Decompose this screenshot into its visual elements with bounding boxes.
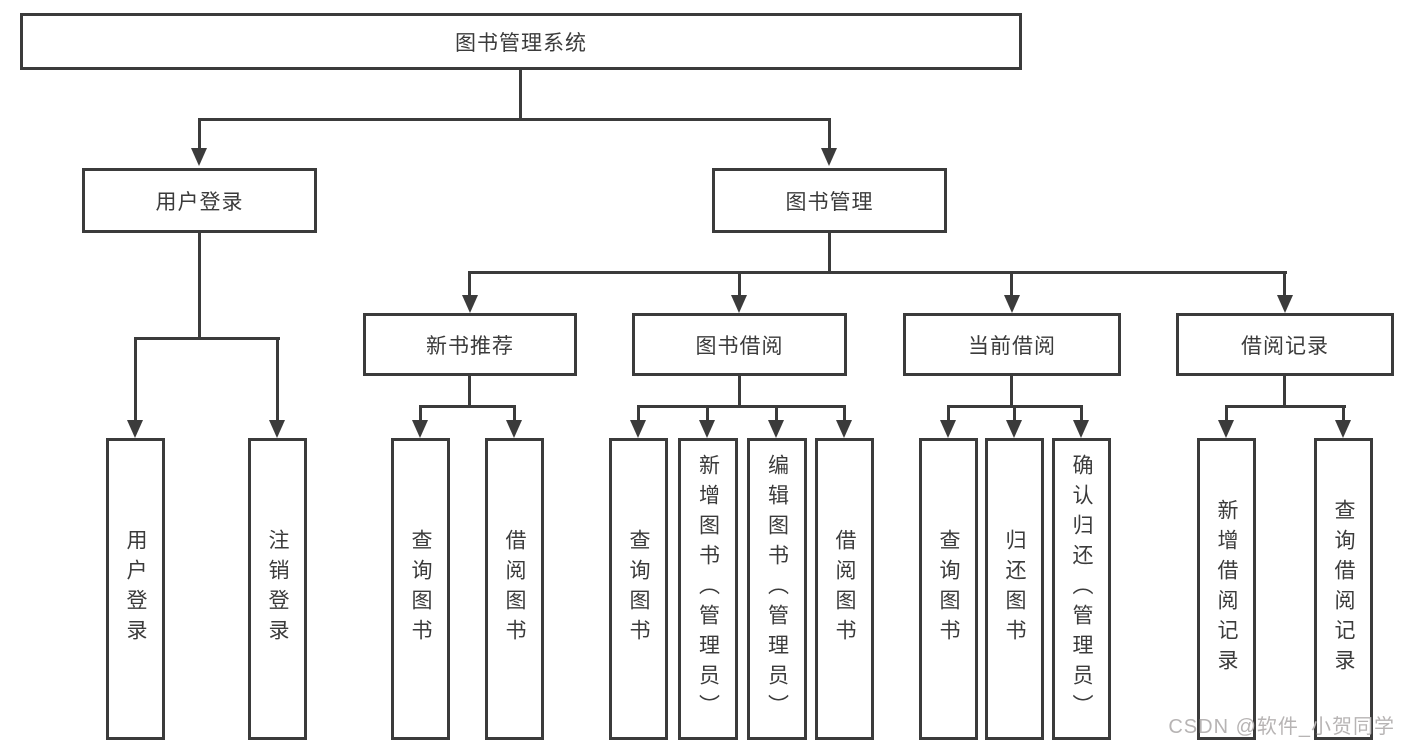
connector-vline — [468, 271, 471, 297]
connector-vline — [276, 337, 279, 422]
node-bb-borrow-book: 借阅图书 — [815, 438, 874, 740]
connector-vline — [1080, 405, 1083, 422]
arrow-down-icon — [940, 420, 956, 438]
connector-vline — [1013, 405, 1016, 422]
node-login: 用户登录 — [106, 438, 165, 740]
arrow-down-icon — [269, 420, 285, 438]
arrow-down-icon — [1073, 420, 1089, 438]
node-cb-return-book: 归还图书 — [985, 438, 1044, 740]
connector-hline — [1225, 405, 1346, 408]
node-nb-query-book: 查询图书 — [391, 438, 450, 740]
arrow-down-icon — [1277, 295, 1293, 313]
connector-hline — [468, 271, 1287, 274]
connector-vline — [1010, 376, 1013, 408]
arrow-down-icon — [1006, 420, 1022, 438]
node-user-login: 用户登录 — [82, 168, 317, 233]
arrow-down-icon — [1335, 420, 1351, 438]
arrow-down-icon — [127, 420, 143, 438]
connector-hline — [419, 405, 516, 408]
connector-hline — [198, 118, 831, 121]
connector-vline — [1283, 271, 1286, 297]
node-root: 图书管理系统 — [20, 13, 1022, 70]
arrow-down-icon — [630, 420, 646, 438]
arrow-down-icon — [768, 420, 784, 438]
node-book-management: 图书管理 — [712, 168, 947, 233]
node-book-borrow: 图书借阅 — [632, 313, 847, 376]
connector-vline — [828, 118, 831, 150]
arrow-down-icon — [836, 420, 852, 438]
node-br-add-record: 新增借阅记录 — [1197, 438, 1256, 740]
node-cb-confirm-return-admin: 确认归还（管理员） — [1052, 438, 1111, 740]
arrow-down-icon — [1004, 295, 1020, 313]
arrow-down-icon — [699, 420, 715, 438]
connector-vline — [1342, 405, 1345, 422]
node-bb-query-book: 查询图书 — [609, 438, 668, 740]
connector-vline — [1010, 271, 1013, 297]
arrow-down-icon — [412, 420, 428, 438]
node-bb-edit-book-admin: 编辑图书（管理员） — [747, 438, 807, 740]
node-bb-add-book-admin: 新增图书（管理员） — [678, 438, 738, 740]
connector-vline — [637, 405, 640, 422]
connector-vline — [134, 337, 137, 422]
connector-vline — [513, 405, 516, 422]
node-nb-borrow-book: 借阅图书 — [485, 438, 544, 740]
connector-vline — [706, 405, 709, 422]
connector-vline — [828, 233, 831, 274]
node-cb-query-book: 查询图书 — [919, 438, 978, 740]
connector-hline — [637, 405, 846, 408]
connector-vline — [198, 118, 201, 150]
connector-vline — [738, 271, 741, 297]
csdn-watermark: CSDN @软件_小贺同学 — [1168, 716, 1395, 738]
node-br-query-record: 查询借阅记录 — [1314, 438, 1373, 740]
arrow-down-icon — [462, 295, 478, 313]
connector-vline — [775, 405, 778, 422]
connector-vline — [947, 405, 950, 422]
connector-vline — [843, 405, 846, 422]
connector-vline — [519, 70, 522, 121]
node-current-borrow: 当前借阅 — [903, 313, 1121, 376]
node-logout: 注销登录 — [248, 438, 307, 740]
connector-vline — [198, 233, 201, 340]
connector-vline — [419, 405, 422, 422]
node-new-book-recommend: 新书推荐 — [363, 313, 577, 376]
arrow-down-icon — [731, 295, 747, 313]
arrow-down-icon — [506, 420, 522, 438]
connector-vline — [468, 376, 471, 408]
connector-vline — [1225, 405, 1228, 422]
connector-vline — [1283, 376, 1286, 408]
arrow-down-icon — [191, 148, 207, 166]
connector-vline — [738, 376, 741, 408]
connector-hline — [134, 337, 280, 340]
arrow-down-icon — [1218, 420, 1234, 438]
node-borrow-records: 借阅记录 — [1176, 313, 1394, 376]
arrow-down-icon — [821, 148, 837, 166]
